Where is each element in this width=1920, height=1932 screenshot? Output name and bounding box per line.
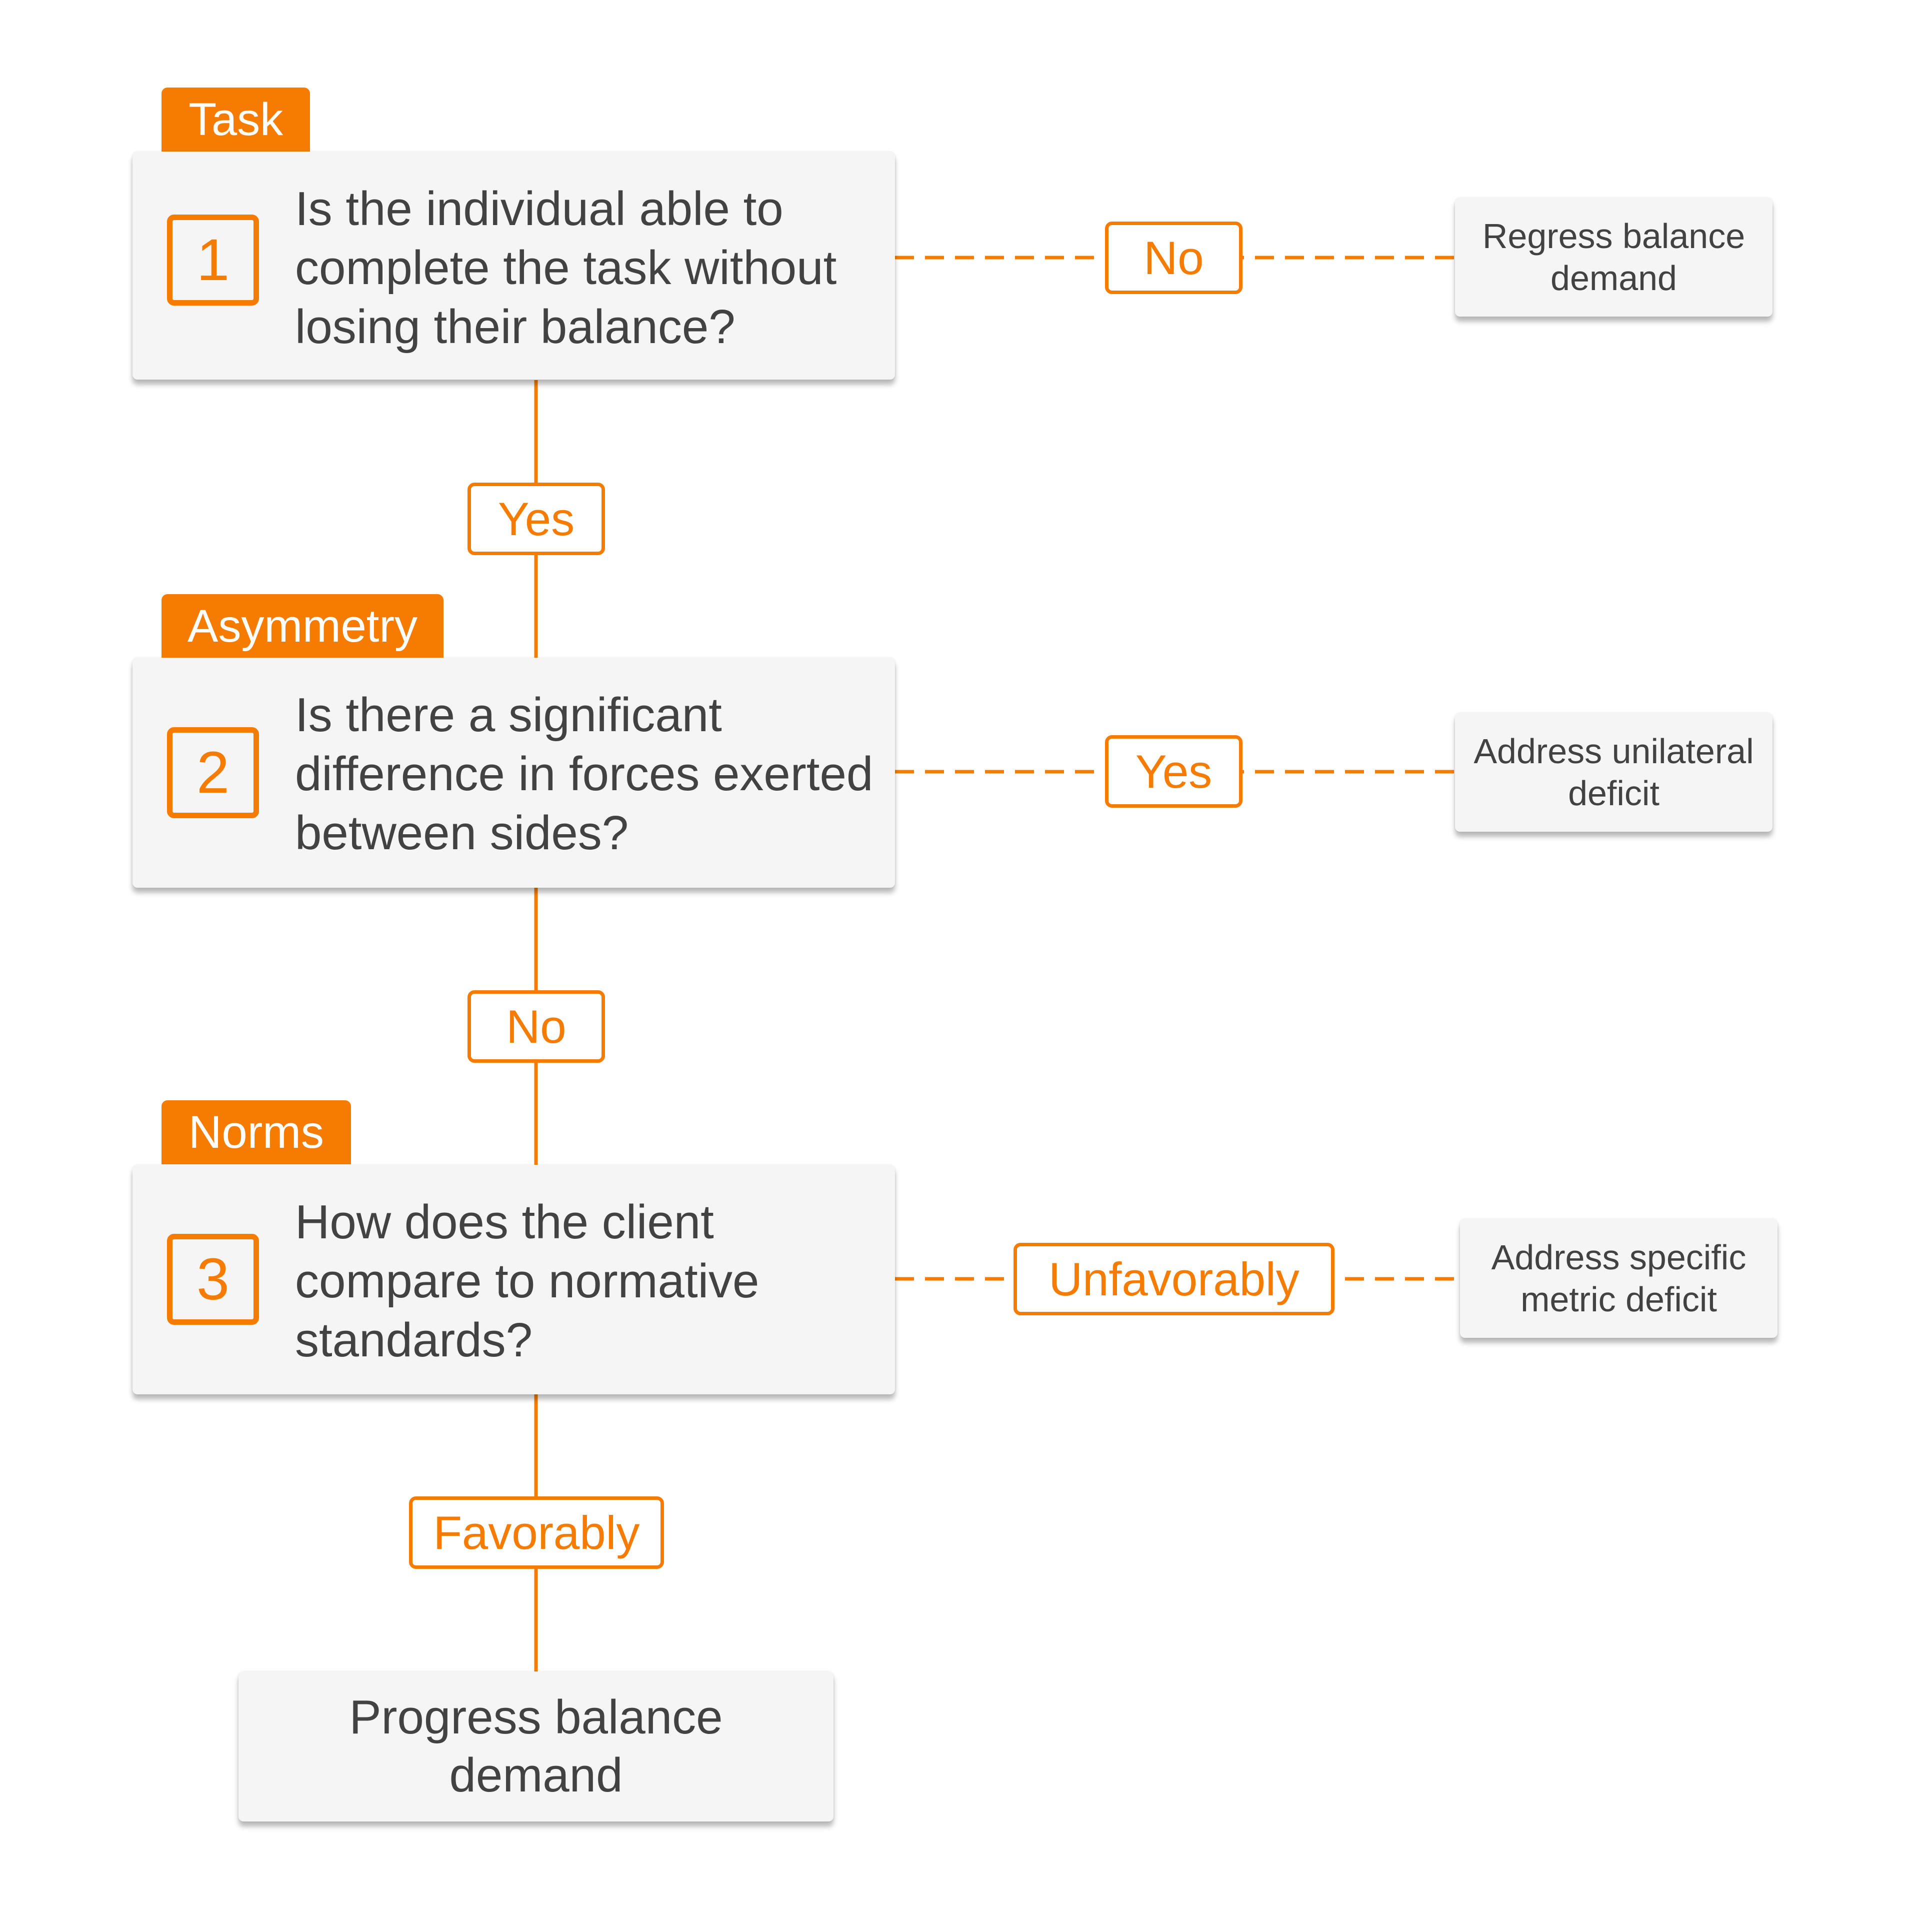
step-2-question: Is there a significant difference in for…	[295, 688, 874, 860]
step-3-side-outcome: Address specific metric deficit	[1460, 1219, 1778, 1338]
step-3-side-outcome-text: Address specific metric deficit	[1491, 1238, 1746, 1319]
step-3-down-label: Favorably	[409, 1496, 664, 1569]
step-2-side-label: Yes	[1105, 735, 1242, 808]
step-1-question: Is the individual able to complete the t…	[295, 182, 837, 354]
step-2-side-outcome-text: Address unilateral deficit	[1474, 732, 1754, 813]
step-1-number-badge: 1	[167, 215, 259, 306]
step-3-side-label: Unfavorably	[1014, 1243, 1334, 1315]
final-outcome-text: Progress balance demand	[349, 1690, 723, 1802]
step-3-question-box: 3 How does the client compare to normati…	[132, 1165, 895, 1394]
step-1-category-tab: Task	[162, 88, 310, 152]
step-1-side-outcome-text: Regress balance demand	[1482, 217, 1746, 298]
step-2-number-badge: 2	[167, 727, 259, 818]
step-3-number-badge: 3	[167, 1234, 259, 1325]
step-1-question-box: 1 Is the individual able to complete the…	[132, 152, 895, 380]
step-2-question-box: 2 Is there a significant difference in f…	[132, 658, 895, 888]
step-2-category-tab: Asymmetry	[162, 594, 444, 658]
step-3-question: How does the client compare to normative…	[295, 1195, 760, 1367]
final-outcome-box: Progress balance demand	[238, 1671, 834, 1821]
step-1-side-outcome: Regress balance demand	[1455, 198, 1772, 317]
step-1-side-label: No	[1105, 222, 1242, 294]
step-2-down-label: No	[468, 990, 605, 1063]
step-1-down-label: Yes	[468, 483, 605, 555]
step-3-category-tab: Norms	[162, 1100, 351, 1164]
step-2-side-outcome: Address unilateral deficit	[1455, 713, 1772, 832]
